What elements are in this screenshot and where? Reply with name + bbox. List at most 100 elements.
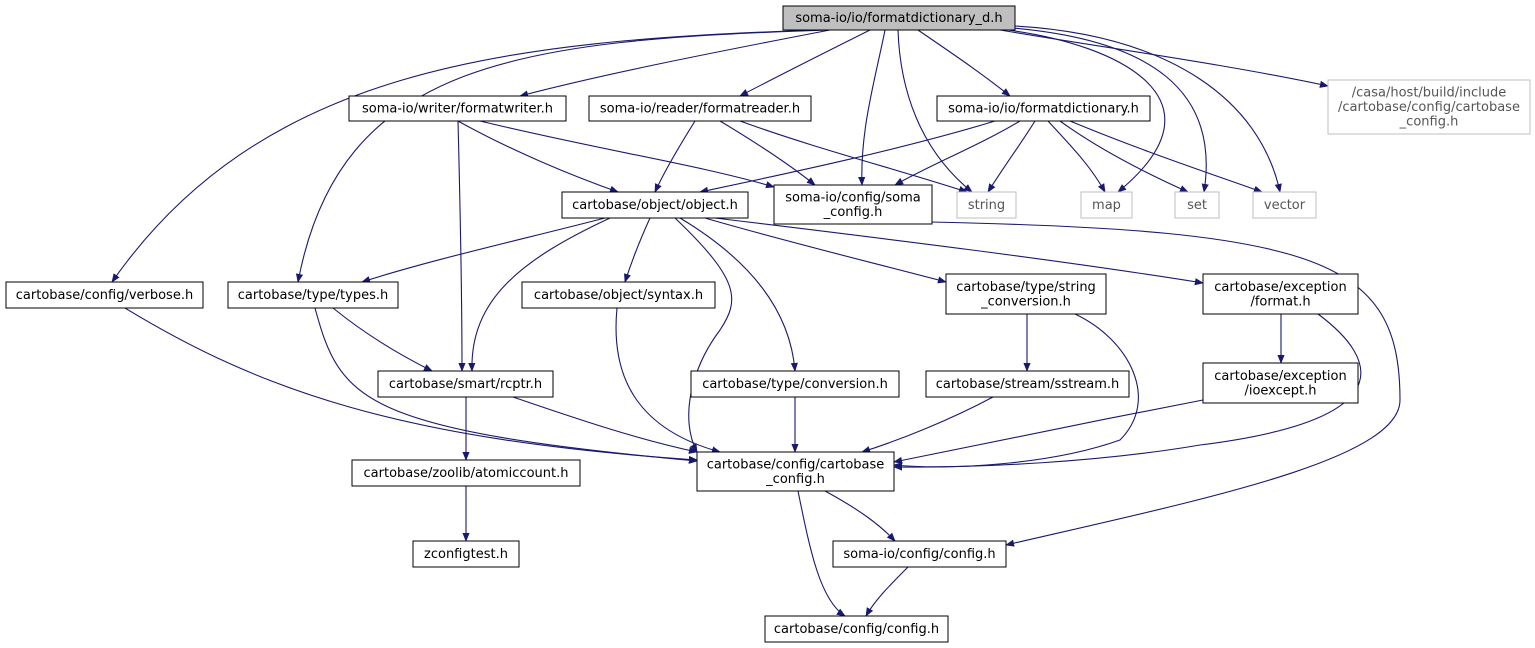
node-types[interactable]: cartobase/type/types.h — [227, 281, 399, 309]
node-label: set — [1187, 198, 1207, 213]
node-label: cartobase/zoolib/atomiccount.h — [364, 466, 569, 481]
node-label: /ioexcept.h — [1244, 383, 1316, 398]
edge-formatdictionary-to-string — [987, 120, 1036, 193]
node-string-conversion[interactable]: cartobase/type/string_conversion.h — [945, 273, 1107, 315]
node-label: cartobase/type/string — [956, 280, 1096, 295]
node-somaio-config[interactable]: soma-io/config/config.h — [832, 540, 1007, 568]
node-label: cartobase/object/object.h — [572, 198, 738, 213]
edge-root-to-casa_config — [999, 29, 1329, 88]
node-label: cartobase/type/conversion.h — [702, 377, 888, 392]
node-box — [1202, 273, 1359, 315]
node-verbose[interactable]: cartobase/config/verbose.h — [5, 281, 204, 309]
node-box — [764, 615, 949, 643]
node-rcptr[interactable]: cartobase/smart/rcptr.h — [377, 370, 554, 398]
edge-types-to-rcptr — [332, 307, 433, 372]
edge-types-to-cartobase_config — [314, 307, 698, 464]
node-label: cartobase/config/cartobase — [707, 457, 885, 472]
node-root[interactable]: soma-io/io/formatdictionary_d.h — [782, 5, 1016, 31]
edge-formatreader-to-object — [654, 120, 696, 193]
node-box — [773, 184, 933, 225]
node-set[interactable]: set — [1174, 191, 1220, 219]
node-cb-config[interactable]: cartobase/config/config.h — [764, 615, 949, 643]
node-box — [1252, 191, 1317, 219]
node-box — [1327, 79, 1531, 135]
edge-formatdictionary-to-set — [1059, 120, 1189, 193]
node-formatreader[interactable]: soma-io/reader/formatreader.h — [588, 95, 812, 122]
node-box — [956, 191, 1017, 219]
edge-root-to-types — [295, 29, 831, 283]
edge-root-to-vector — [1014, 25, 1282, 193]
node-box — [588, 95, 812, 122]
node-label: cartobase/exception — [1214, 369, 1346, 384]
edge-formatdictionary-to-object — [699, 120, 996, 194]
node-string[interactable]: string — [956, 191, 1017, 219]
node-map[interactable]: map — [1080, 191, 1133, 219]
node-ioexcept[interactable]: cartobase/exception/ioexcept.h — [1202, 362, 1359, 404]
node-box — [696, 451, 895, 492]
node-box — [5, 281, 204, 309]
edge-object-to-conversion — [679, 217, 798, 372]
node-label: zconfigtest.h — [424, 547, 508, 562]
node-label: cartobase/object/syntax.h — [534, 288, 703, 303]
node-label: /format.h — [1250, 294, 1310, 309]
edge-formatdictionary-to-soma_config — [894, 120, 1021, 186]
edge-layer — [111, 25, 1401, 617]
edge-root-to-formatreader — [739, 29, 871, 97]
edge-formatwriter-to-object — [457, 120, 619, 193]
node-label: vector — [1264, 198, 1306, 213]
edge-cartobase_config-to-cb_config — [797, 490, 846, 617]
node-conversion[interactable]: cartobase/type/conversion.h — [690, 370, 900, 398]
node-label: cartobase/stream/sstream.h — [936, 377, 1120, 392]
edge-root-to-verbose — [111, 29, 821, 283]
node-syntax[interactable]: cartobase/object/syntax.h — [521, 281, 716, 309]
edge-root-to-set — [1011, 27, 1209, 193]
node-box — [377, 370, 554, 398]
edge-root-to-map — [1007, 29, 1166, 193]
node-zconfigtest[interactable]: zconfigtest.h — [412, 540, 520, 568]
edge-object-to-types — [361, 217, 606, 283]
node-label: cartobase/type/types.h — [238, 288, 388, 303]
edge-exc_format-to-cartobase_config — [893, 313, 1362, 471]
edge-root-to-soma_config — [858, 29, 886, 186]
node-label: cartobase/config/verbose.h — [16, 288, 193, 303]
node-label: soma-io/io/formatdictionary_d.h — [795, 11, 1002, 26]
node-box — [1174, 191, 1220, 219]
edge-object-to-exc_format — [714, 217, 1204, 286]
node-box — [521, 281, 716, 309]
node-soma-config[interactable]: soma-io/config/soma_config.h — [773, 184, 933, 225]
edge-formatwriter-to-soma_config — [479, 120, 775, 189]
edge-formatreader-to-soma_config — [719, 120, 816, 186]
node-box — [945, 273, 1107, 315]
node-label: soma-io/config/config.h — [843, 547, 995, 562]
node-box — [925, 370, 1130, 398]
node-box — [782, 5, 1016, 31]
node-label: soma-io/io/formatdictionary.h — [948, 102, 1139, 117]
node-box — [1080, 191, 1133, 219]
node-box — [1202, 362, 1359, 404]
node-formatwriter[interactable]: soma-io/writer/formatwriter.h — [348, 95, 567, 122]
node-sstream[interactable]: cartobase/stream/sstream.h — [925, 370, 1130, 398]
node-vector[interactable]: vector — [1252, 191, 1317, 219]
edge-formatreader-to-string — [739, 120, 968, 193]
edge-root-to-formatdictionary — [917, 29, 1011, 97]
edge-verbose-to-cartobase_config — [124, 307, 698, 464]
node-cartobase-config[interactable]: cartobase/config/cartobase_config.h — [696, 451, 895, 492]
node-box — [832, 540, 1007, 568]
edge-cartobase_config-to-somaio_config — [824, 490, 896, 542]
node-label: cartobase/exception — [1214, 280, 1346, 295]
edge-formatdictionary-to-vector — [1069, 120, 1263, 193]
node-layer: soma-io/io/formatdictionary_d.h soma-io/w… — [5, 5, 1531, 643]
node-box — [351, 459, 581, 487]
node-label: map — [1092, 198, 1121, 213]
edge-syntax-to-cartobase_config — [615, 307, 721, 454]
node-box — [227, 281, 399, 309]
node-label: _config.h — [765, 472, 825, 487]
node-atomiccount[interactable]: cartobase/zoolib/atomiccount.h — [351, 459, 581, 487]
node-object[interactable]: cartobase/object/object.h — [561, 191, 749, 219]
node-formatdictionary[interactable]: soma-io/io/formatdictionary.h — [936, 95, 1151, 122]
edge-ioexcept-to-cartobase_config — [893, 399, 1204, 464]
node-casa-config[interactable]: /casa/host/build/include/cartobase/confi… — [1327, 79, 1531, 135]
edge-soma_config-to-somaio_config — [929, 221, 1401, 547]
edge-object-to-rcptr — [468, 217, 611, 372]
node-exc-format[interactable]: cartobase/exception/format.h — [1202, 273, 1359, 315]
